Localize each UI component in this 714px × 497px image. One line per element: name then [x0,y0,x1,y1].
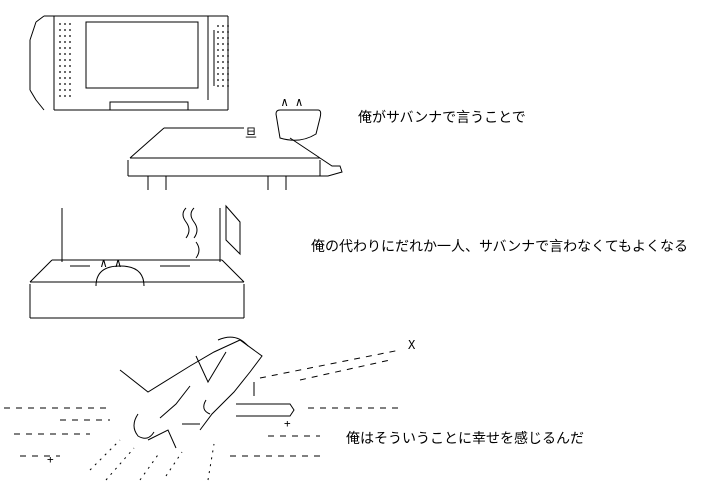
grill-dot [59,29,61,31]
grill-dot [217,31,219,33]
grill-dot [222,55,224,57]
grill-dot [69,77,71,79]
grill-dot [217,67,219,69]
tea-cup-glyph: 旦 [245,126,258,140]
grill-dot [69,83,71,85]
grill-dot [222,61,224,63]
grill-dot [59,47,61,49]
grill-dot [64,23,66,25]
plus-glyph: + [284,417,291,430]
grill-dot [59,41,61,43]
grill-dot [64,59,66,61]
speed-lines [4,349,404,457]
lying-figure-drawing [119,336,295,449]
grill-dot [64,95,66,97]
grill-dot [217,79,219,81]
grill-dot [64,77,66,79]
caption-line-2: 俺の代わりにだれか一人、サバンナで言わなくてもよくなる [311,239,689,255]
grill-dot [227,61,229,63]
grill-dot [217,55,219,57]
grill-dot [69,71,71,73]
grill-dot [64,89,66,91]
grill-dot [69,59,71,61]
grill-dot [69,65,71,67]
grill-dot [217,85,219,87]
grill-dot [227,55,229,57]
grill-dot [69,47,71,49]
grill-dot [217,61,219,63]
grill-dot [59,71,61,73]
x-glyph: X [408,338,416,352]
grill-dot [222,79,224,81]
grill-dot [217,49,219,51]
grill-dot [222,37,224,39]
grill-dot [64,47,66,49]
grill-dot [59,77,61,79]
grill-dot [222,49,224,51]
grill-dot [69,29,71,31]
grill-dot [64,83,66,85]
grill-dot [222,85,224,87]
grill-dot [59,83,61,85]
grill-dot [227,79,229,81]
grill-dot [227,73,229,75]
grill-dot [227,67,229,69]
bath-ears: ∧ ∧ [100,256,122,270]
grill-dot [217,73,219,75]
grill-dot [64,41,66,43]
grill-dot [64,29,66,31]
grill-dot [222,73,224,75]
motion-strokes [89,439,215,481]
grill-dot [69,95,71,97]
grill-dot [64,35,66,37]
grill-dot [227,49,229,51]
grill-dot [69,41,71,43]
grill-dot [222,67,224,69]
grill-dot [227,85,229,87]
grill-dot [69,23,71,25]
cat-ears: ∧ ∧ [281,95,303,109]
grill-dot [217,25,219,27]
grill-dot [227,43,229,45]
grill-dot [222,43,224,45]
grill-dot [69,35,71,37]
grill-dot [59,89,61,91]
table-top-drawing [127,109,343,190]
grill-dot [217,37,219,39]
caption-line-1: 俺がサバンナで言うことで [358,110,526,126]
grill-dot [59,95,61,97]
grill-dot [64,71,66,73]
grill-dot [59,59,61,61]
grill-dot [222,25,224,27]
plus-glyph-left: + [47,453,54,466]
caption-line-3: 俺はそういうことに幸せを感じるんだ [346,431,584,447]
grill-dot [227,25,229,27]
grill-dot [227,31,229,33]
speaker-dots [59,23,229,97]
grill-dot [222,31,224,33]
grill-dot [217,43,219,45]
grill-dot [59,35,61,37]
grill-dot [227,37,229,39]
grill-dot [64,65,66,67]
grill-dot [59,53,61,55]
grill-dot [69,89,71,91]
grill-dot [59,23,61,25]
grill-dot [64,53,66,55]
grill-dot [69,53,71,55]
bath-drawing [29,204,245,319]
grill-dot [59,65,61,67]
